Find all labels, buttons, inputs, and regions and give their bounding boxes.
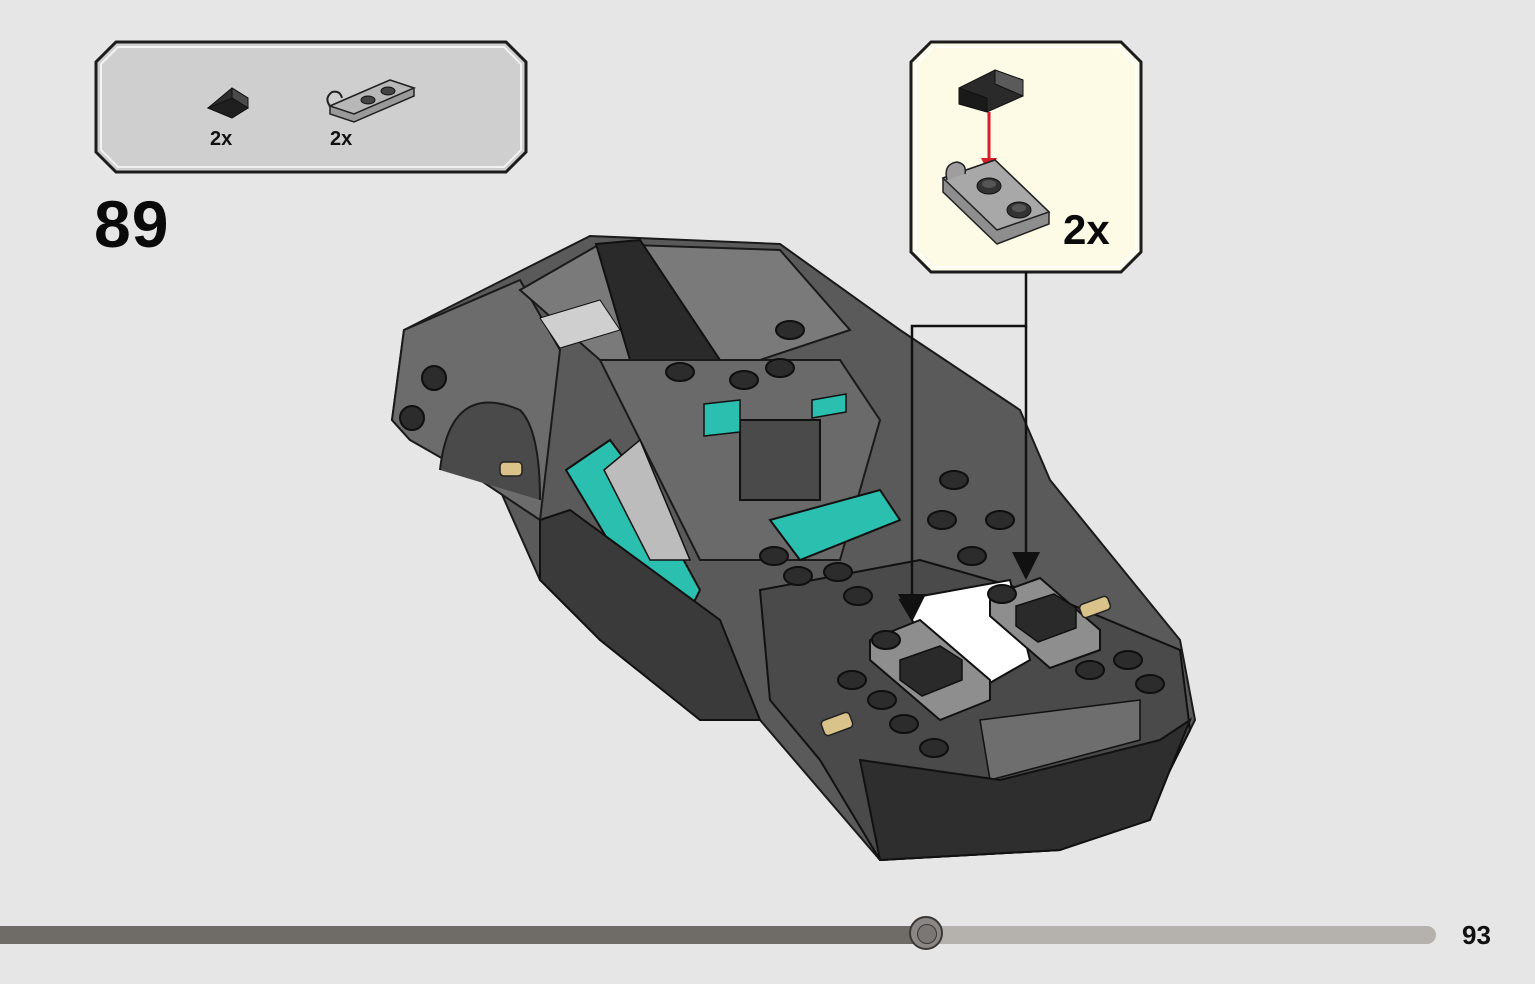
callout-frame [909, 40, 1143, 274]
callout-quantity: 2x [1063, 206, 1110, 253]
car-body [390, 234, 1197, 862]
progress-knob [909, 916, 943, 950]
part-slope-brick: 2x [184, 40, 304, 174]
callout-pointer-lines [910, 272, 1028, 598]
sub-assembly-callout: 2x [909, 40, 1143, 274]
callout-slope-brick [958, 69, 1024, 113]
progress-fill [0, 926, 926, 944]
parts-panel-frame [94, 40, 528, 174]
axle-pins [499, 461, 1112, 737]
page-number: 93 [1462, 920, 1491, 950]
down-arrow-icon [898, 552, 1040, 622]
part-plate-with-clip: 2x [304, 40, 424, 174]
progress-bar [0, 916, 1436, 950]
slope-brick-icon [206, 87, 249, 119]
studs [399, 320, 1165, 758]
plate-with-clip-icon [326, 79, 417, 123]
part-quantity: 2x [330, 128, 353, 150]
step-number: 89 [94, 187, 170, 261]
new-parts [869, 576, 1101, 722]
callout-plate-with-clip [941, 159, 1051, 245]
part-quantity: 2x [210, 128, 233, 150]
parts-list-panel: 2x 2x [94, 40, 528, 174]
